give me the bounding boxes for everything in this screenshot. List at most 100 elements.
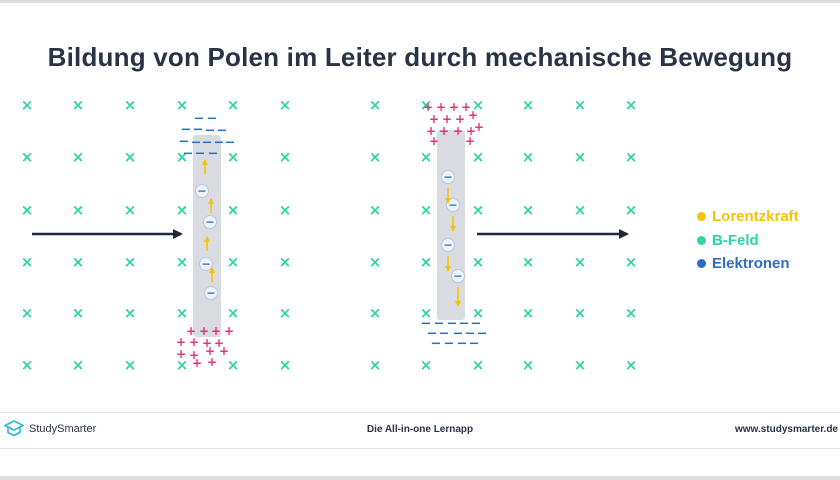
b-field-cross-icon: ×	[625, 148, 638, 166]
b-field-cross-icon: ×	[522, 356, 535, 374]
footer: StudySmarter Die All-in-one Lernapp www.…	[0, 418, 840, 444]
b-field-cross-icon: ×	[420, 201, 433, 219]
b-field-cross-icon: ×	[72, 253, 85, 271]
electron-minus: −	[201, 258, 210, 271]
footer-tagline: Die All-in-one Lernapp	[366, 424, 474, 435]
positive-charge: +	[189, 348, 199, 362]
b-field-cross-icon: ×	[227, 201, 240, 219]
b-field-cross-icon: ×	[369, 356, 382, 374]
electron-circle	[451, 269, 465, 283]
b-field-cross-icon: ×	[21, 253, 34, 271]
negative-charge: −	[208, 147, 219, 162]
positive-charge: +	[474, 120, 484, 134]
b-field-grid: × × × × × × × × × × × × × × × × × × × × × × × × × × × × × × × × × × × × × × × ×…	[21, 96, 638, 374]
b-field-cross-icon: ×	[369, 253, 382, 271]
brand-logo[interactable]: StudySmarter	[4, 420, 96, 438]
positive-charge: +	[214, 336, 224, 350]
negative-charge: −	[444, 337, 455, 352]
b-field-cross-icon: ×	[574, 304, 587, 322]
right-lorentz-forces	[445, 188, 461, 307]
b-field-cross-icon: ×	[420, 304, 433, 322]
electron-circle	[195, 184, 209, 198]
b-field-cross-icon: ×	[176, 253, 189, 271]
b-field-cross-icon: ×	[124, 201, 137, 219]
b-field-cross-icon: ×	[369, 148, 382, 166]
legend-label-b-feld: B-Feld	[712, 231, 759, 249]
electron-circle	[204, 286, 218, 300]
positive-charge: +	[429, 112, 439, 126]
legend-item-b-feld: B-Feld	[697, 229, 799, 253]
left-conductor-group: −−−−−−−−−−−−−− ++++++++++++++ −−−−	[176, 112, 235, 371]
negative-charge: −	[181, 123, 192, 138]
positive-charge: +	[449, 100, 459, 114]
negative-charge: −	[471, 317, 482, 332]
positive-charge: +	[199, 324, 209, 338]
electron-minus: −	[453, 270, 462, 283]
b-field-cross-icon: ×	[227, 148, 240, 166]
negative-charge: −	[431, 337, 442, 352]
footer-bottom-divider	[0, 448, 840, 449]
b-field-cross-icon: ×	[420, 253, 433, 271]
b-field-cross-icon: ×	[522, 148, 535, 166]
b-field-cross-icon: ×	[72, 96, 85, 114]
b-field-cross-icon: ×	[574, 201, 587, 219]
electron-circle	[441, 238, 455, 252]
negative-charge: −	[447, 317, 458, 332]
b-field-cross-icon: ×	[227, 96, 240, 114]
b-field-cross-icon: ×	[625, 253, 638, 271]
b-field-cross-icon: ×	[420, 356, 433, 374]
brand-name: StudySmarter	[29, 423, 97, 435]
positive-charge: +	[436, 100, 446, 114]
b-field-cross-icon: ×	[522, 304, 535, 322]
bottom-border	[0, 476, 840, 480]
electron-circle	[441, 170, 455, 184]
b-field-cross-icon: ×	[574, 253, 587, 271]
b-field-cross-icon: ×	[72, 356, 85, 374]
positive-charge: +	[465, 134, 475, 148]
footer-url-link[interactable]: www.studysmarter.de	[735, 424, 838, 435]
negative-charge: −	[194, 112, 205, 127]
positive-charge: +	[468, 108, 478, 122]
positive-charge: +	[423, 100, 433, 114]
b-field-cross-icon: ×	[124, 96, 137, 114]
b-field-cross-icon: ×	[472, 304, 485, 322]
positive-charge: +	[211, 324, 221, 338]
positive-charge: +	[439, 124, 449, 138]
negative-charge: −	[202, 136, 213, 151]
legend-label-lorentzkraft: Lorentzkraft	[712, 208, 799, 226]
positive-charge: +	[224, 324, 234, 338]
b-field-cross-icon: ×	[21, 148, 34, 166]
b-field-cross-icon: ×	[21, 201, 34, 219]
b-field-cross-icon: ×	[124, 304, 137, 322]
b-field-cross-icon: ×	[625, 356, 638, 374]
electron-minus: −	[197, 185, 206, 198]
negative-charge: −	[193, 123, 204, 138]
b-field-cross-icon: ×	[279, 304, 292, 322]
b-field-cross-icon: ×	[420, 96, 433, 114]
left-top-negative-charges: −−−−−−−−−−−−−−	[179, 112, 236, 162]
right-bottom-negative-charges: −−−−−−−−−−−−−−	[421, 317, 488, 352]
right-top-positive-charges: +++++++++++++++	[423, 100, 484, 148]
positive-charge: +	[192, 356, 202, 370]
diagram: × × × × × × × × × × × × × × × × × × × × × × × × × × × × × × × × × × × × × × × ×…	[21, 96, 638, 374]
positive-charge: +	[455, 112, 465, 126]
positive-charge: +	[219, 344, 229, 358]
negative-charge: −	[453, 327, 464, 342]
b-field-cross-icon: ×	[574, 96, 587, 114]
b-field-cross-icon: ×	[21, 356, 34, 374]
b-field-cross-icon: ×	[72, 304, 85, 322]
b-field-cross-icon: ×	[625, 96, 638, 114]
legend: Lorentzkraft B-Feld Elektronen	[697, 205, 799, 276]
right-conductor-group: +++++++++++++++ −−−−−−−−−−−−−− −−−−	[421, 100, 488, 352]
positive-charge: +	[453, 124, 463, 138]
negative-charge: −	[459, 317, 470, 332]
electron-circle	[203, 215, 217, 229]
b-field-cross-icon: ×	[21, 96, 34, 114]
b-field-cross-icon: ×	[279, 253, 292, 271]
b-field-cross-icon: ×	[369, 96, 382, 114]
negative-charge: −	[217, 124, 228, 139]
legend-item-elektronen: Elektronen	[697, 252, 799, 276]
electron-minus: −	[205, 216, 214, 229]
positive-charge: +	[202, 336, 212, 350]
b-field-cross-icon: ×	[472, 201, 485, 219]
